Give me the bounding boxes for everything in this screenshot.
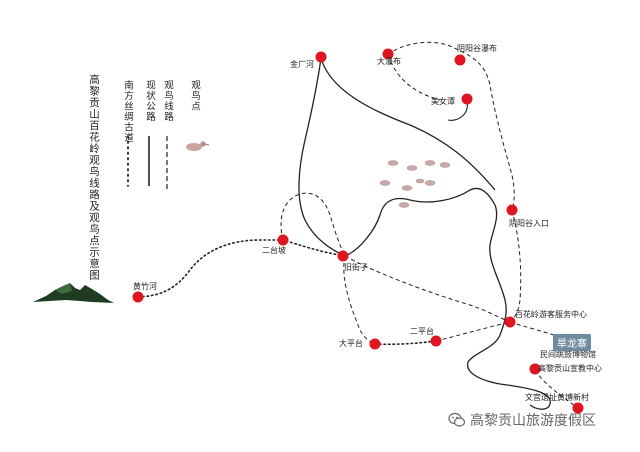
label-meinvtan: 美女潭 [431,97,455,106]
route-north-loop [387,41,515,211]
road-jinchanghe [298,57,346,257]
label-dataizhen: 大平台 [339,339,363,348]
label-huangzhuhe: 黄竹河 [133,282,157,291]
silk-road [137,239,346,298]
route-east-down [509,209,522,323]
label-service-center: 百花岭游客服务中心 [515,310,587,319]
legend-bird-icon [186,141,210,151]
label-yyg-waterfall: 阴阳谷瀑布 [457,44,497,53]
wechat-icon [448,412,466,427]
legend-label-silk-road: 南方丝绸古道 [122,80,133,143]
route-dabushe [387,54,441,101]
road-upper [320,57,496,191]
route-west-loop [280,192,346,257]
legend-label-bird-route: 观鸟线路 [162,80,173,122]
label-museum: 民间跳鼓博物馆 [540,350,596,359]
label-yyg-entrance: 阴阳谷入口 [509,219,549,228]
bird-icons [379,160,451,208]
legend-label-bird-point: 观鸟点 [189,80,200,112]
label-edu-center: 高黎贡山宣教中心 [538,364,602,373]
legend-label-road: 现状公路 [144,80,155,122]
label-ertaizhen: 二平台 [410,327,434,336]
hanlongzhai-tag: 旱龙寨 [553,334,591,351]
label-village: 文宫遗址黄博新村 [525,393,589,402]
label-dabushe: 大瀑布 [377,57,401,66]
route-center [344,255,511,323]
label-jiujiezi: 旧街子 [344,263,368,272]
map-title: 高黎贡山百花岭观鸟线路及观鸟点示意图 [88,74,100,281]
watermark: 高黎贡山旅游度假区 [448,410,596,430]
silk-road-south [374,340,437,346]
mountain-icon [33,283,114,303]
road-main [344,187,551,410]
label-ertaipo: 二台坡 [262,246,286,255]
label-jinchanghe: 金厂河 [290,60,314,69]
watermark-text: 高黎贡山旅游度假区 [470,413,596,429]
route-ertai-center [435,321,511,342]
route-jiujiezi-datai [343,255,376,345]
